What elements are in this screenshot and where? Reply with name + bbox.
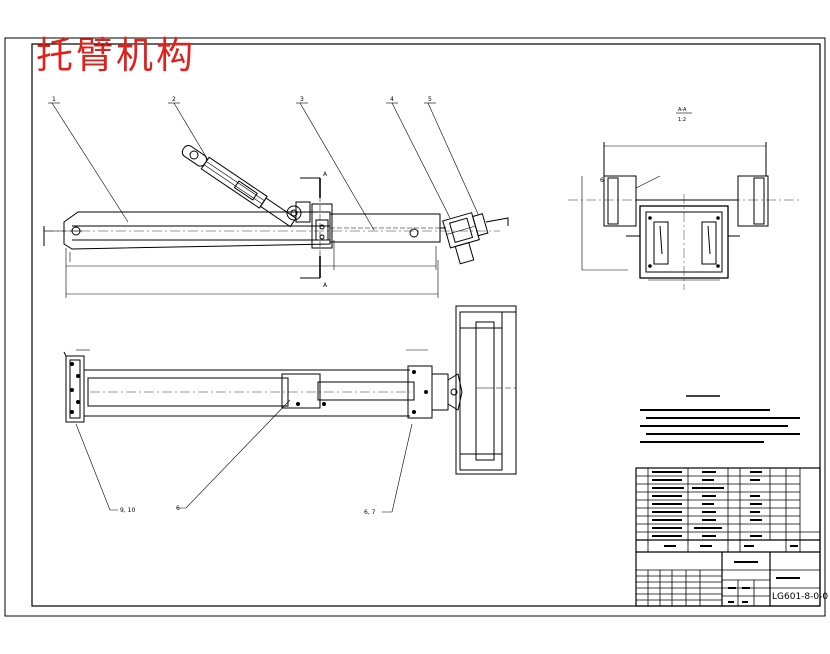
part-number-1: 1 (52, 96, 56, 103)
outer-frame (4, 37, 826, 617)
end-view (455, 305, 517, 475)
title-block-scribbles (652, 471, 800, 603)
plan-view (63, 349, 463, 513)
section-label: A-A (678, 107, 687, 113)
part-number-6-7: 6, 7 (364, 509, 376, 516)
technical-notes (640, 395, 800, 443)
part-number-6-plan: 6 (176, 505, 180, 512)
part-number-6: 6 (600, 177, 604, 184)
part-number-2: 2 (172, 96, 176, 103)
part-number-3: 3 (300, 96, 304, 103)
drawing-number: LG601-8-0-0 (772, 592, 829, 602)
section-mark-bottom: A (323, 282, 328, 289)
section-view (568, 112, 800, 290)
part-number-9-10: 9, 10 (120, 507, 135, 514)
part-number-4: 4 (390, 96, 394, 103)
elevation-view (43, 102, 509, 298)
drawing-title: 托臂机构 (36, 34, 196, 77)
part-number-5: 5 (428, 96, 432, 103)
section-mark-top: A (323, 171, 328, 178)
inner-frame (31, 43, 821, 607)
scale-label: 1:2 (678, 117, 686, 123)
